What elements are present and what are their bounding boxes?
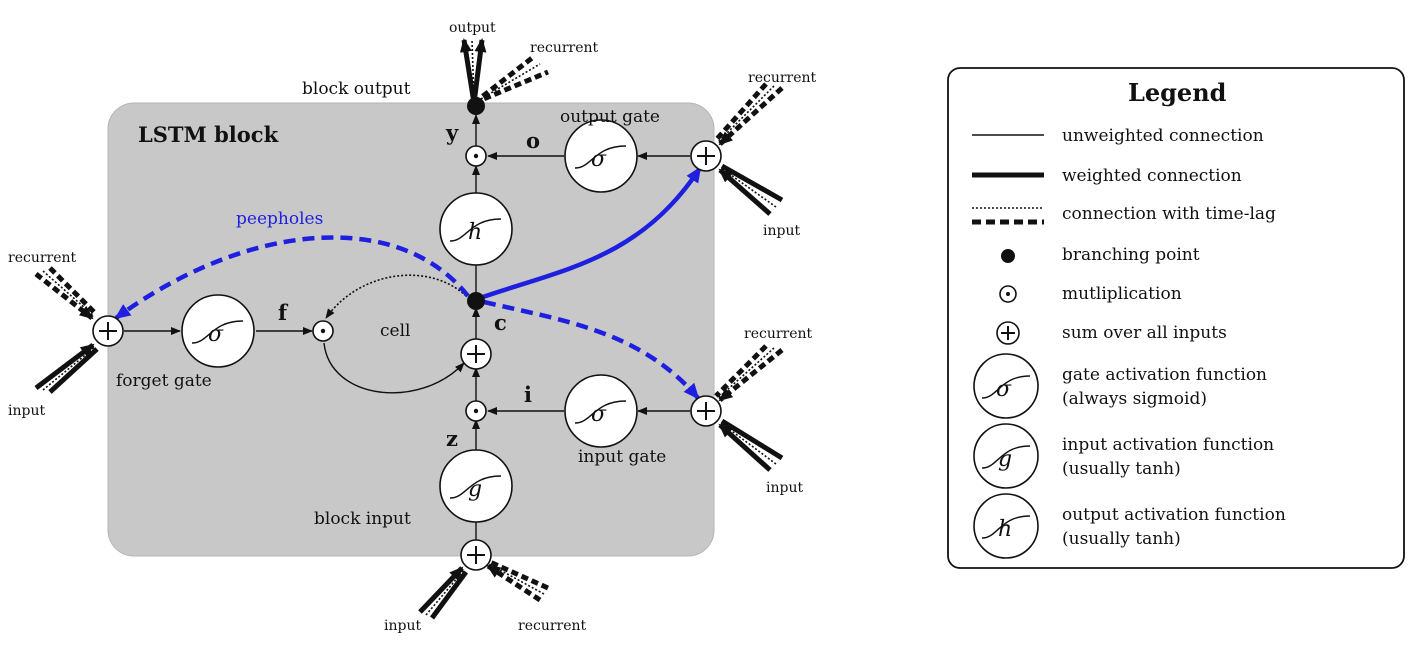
legend-timelag-sample: [972, 207, 1044, 225]
input-gate-inputs: [714, 344, 784, 472]
recurrent-fg-label: recurrent: [8, 250, 77, 266]
z-label: z: [446, 426, 458, 451]
c-label: c: [494, 310, 507, 335]
svg-text:g: g: [468, 477, 482, 502]
legend-item-sum: sum over all inputs: [1062, 323, 1227, 343]
f-label: f: [278, 300, 289, 325]
block-title: LSTM block: [138, 122, 279, 147]
peepholes-label: peepholes: [236, 209, 323, 229]
legend-item-input-activation: input activation function: [1062, 435, 1274, 455]
recurrent-ig-label: recurrent: [744, 326, 813, 342]
legend-item-input-activation-sub: (usually tanh): [1062, 459, 1181, 479]
cell-label: cell: [380, 321, 410, 341]
block-input-sum-node: [460, 539, 492, 571]
legend-item-unweighted: unweighted connection: [1062, 126, 1264, 146]
output-top-label: output: [449, 20, 496, 36]
legend-item-gate-activation-sub: (always sigmoid): [1062, 389, 1207, 409]
legend-item-branching: branching point: [1062, 245, 1200, 265]
input-ig-label: input: [766, 480, 803, 496]
recurrent-top-label: recurrent: [530, 40, 599, 56]
forget-gate-inputs: [34, 266, 99, 394]
forget-gate-sigma-node: σ: [181, 294, 255, 368]
legend-item-gate-activation: gate activation function: [1062, 365, 1267, 385]
legend-branch-sample: [1001, 249, 1015, 263]
svg-text:h: h: [468, 220, 482, 245]
input-og-label: input: [763, 223, 800, 239]
output-gate-sum-node: [690, 140, 722, 172]
legend-multiplication-sample: [999, 285, 1017, 303]
block-input-inputs: [418, 559, 550, 620]
svg-text:σ: σ: [208, 322, 224, 347]
forget-gate-sum-node: [92, 315, 124, 347]
y-multiplication-node: [465, 145, 487, 167]
legend-h-sample: h: [973, 493, 1039, 559]
i-label: i: [524, 382, 532, 407]
input-gate-label: input gate: [578, 447, 666, 467]
svg-text:σ: σ: [591, 402, 607, 427]
legend-g-sample: g: [973, 423, 1039, 489]
legend-item-multiplication: mutliplication: [1062, 284, 1182, 304]
input-gate-sum-node: [690, 395, 722, 427]
legend-title: Legend: [1128, 78, 1227, 107]
top-output-arrows: [459, 38, 549, 106]
cell-sum-node: [460, 338, 492, 370]
legend-item-weighted: weighted connection: [1062, 166, 1242, 186]
output-gate-sigma-node: σ: [564, 119, 638, 193]
output-activation-h-node: h: [439, 192, 513, 266]
svg-text:σ: σ: [591, 147, 607, 172]
legend-item-output-activation: output activation function: [1062, 505, 1286, 525]
svg-text:g: g: [998, 447, 1012, 472]
forget-gate-label: forget gate: [116, 371, 212, 391]
input-fg-label: input: [8, 403, 45, 419]
legend-sigma-sample: σ: [973, 353, 1039, 419]
svg-text:h: h: [998, 517, 1012, 542]
input-activation-g-node: g: [439, 449, 513, 523]
legend: Legend unweighted connection weighted co…: [947, 67, 1405, 569]
o-label: o: [526, 128, 540, 153]
recurrent-og-label: recurrent: [748, 70, 817, 86]
legend-sum-sample: [996, 321, 1020, 345]
output-gate-label: output gate: [560, 107, 660, 127]
i-multiplication-node: [465, 400, 487, 422]
input-bottom-label: input: [384, 618, 421, 634]
output-gate-inputs: [714, 82, 784, 216]
f-multiplication-node: [312, 320, 334, 342]
legend-box: [947, 67, 1405, 569]
cell-branch-point: [467, 292, 485, 310]
legend-item-output-activation-sub: (usually tanh): [1062, 529, 1181, 549]
svg-text:σ: σ: [996, 377, 1012, 402]
input-gate-sigma-node: σ: [564, 374, 638, 448]
block-output-label: block output: [302, 79, 411, 99]
legend-item-timelag: connection with time-lag: [1062, 204, 1276, 224]
block-input-label: block input: [314, 509, 411, 529]
y-label: y: [445, 120, 459, 145]
recurrent-bottom-label: recurrent: [518, 618, 587, 634]
block-output-branch-point: [467, 97, 485, 115]
